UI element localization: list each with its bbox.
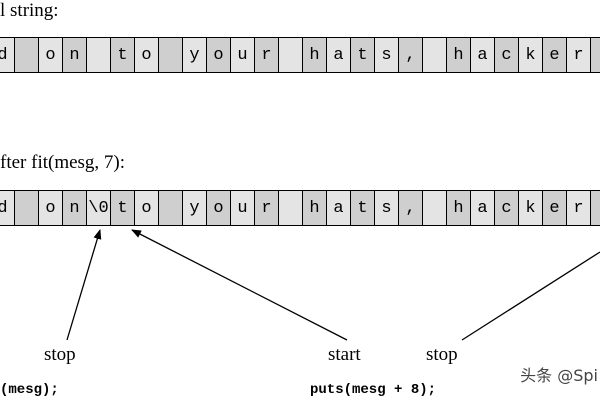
char-cell: , bbox=[399, 38, 423, 72]
char-cell: n bbox=[63, 38, 87, 72]
char-cell: a bbox=[471, 38, 495, 72]
char-cell: t bbox=[351, 191, 375, 225]
char-cell: o bbox=[135, 191, 159, 225]
char-cell: d bbox=[0, 191, 15, 225]
arrow-stop-left bbox=[66, 229, 102, 341]
char-cell: e bbox=[543, 191, 567, 225]
label-stop-left: stop bbox=[44, 344, 76, 365]
char-cell bbox=[87, 38, 111, 72]
char-cell: c bbox=[495, 191, 519, 225]
char-cell: o bbox=[39, 38, 63, 72]
char-cell: y bbox=[183, 191, 207, 225]
char-cell: r bbox=[567, 38, 591, 72]
char-cell bbox=[15, 38, 39, 72]
char-cell: k bbox=[519, 191, 543, 225]
caption-after-fit: fter fit(mesg, 7): bbox=[0, 152, 126, 173]
char-cell: o bbox=[207, 38, 231, 72]
char-cell bbox=[423, 38, 447, 72]
arrow-stop-right bbox=[461, 251, 600, 341]
char-cell bbox=[591, 191, 600, 225]
code-right: puts(mesg + 8); bbox=[310, 382, 437, 398]
char-cell: e bbox=[543, 38, 567, 72]
code-left: (mesg); bbox=[0, 382, 59, 398]
char-cell: y bbox=[183, 38, 207, 72]
char-cell bbox=[591, 38, 600, 72]
char-cell: r bbox=[255, 38, 279, 72]
char-cell: h bbox=[303, 38, 327, 72]
char-cell: o bbox=[207, 191, 231, 225]
char-cell bbox=[423, 191, 447, 225]
label-start: start bbox=[328, 344, 361, 365]
label-stop-right: stop bbox=[426, 344, 458, 365]
char-cell: s bbox=[375, 38, 399, 72]
char-cell: t bbox=[111, 191, 135, 225]
char-cell: h bbox=[447, 191, 471, 225]
arrow-start bbox=[131, 229, 348, 341]
char-cell bbox=[279, 191, 303, 225]
char-cell: a bbox=[327, 38, 351, 72]
char-cell: d bbox=[0, 38, 15, 72]
char-cell: , bbox=[399, 191, 423, 225]
char-cell bbox=[15, 191, 39, 225]
char-cell: h bbox=[303, 191, 327, 225]
char-cell: o bbox=[39, 191, 63, 225]
char-cell: n bbox=[63, 191, 87, 225]
char-cell: a bbox=[327, 191, 351, 225]
char-cell: h bbox=[447, 38, 471, 72]
char-cell: r bbox=[567, 191, 591, 225]
watermark: 头条 @Spi bbox=[520, 366, 598, 385]
char-cell bbox=[159, 191, 183, 225]
char-cell bbox=[279, 38, 303, 72]
char-cell: s bbox=[375, 191, 399, 225]
char-cell bbox=[159, 38, 183, 72]
char-cell: o bbox=[135, 38, 159, 72]
char-cell: c bbox=[495, 38, 519, 72]
char-cell: t bbox=[351, 38, 375, 72]
char-cell: r bbox=[255, 191, 279, 225]
char-cell: \0 bbox=[87, 191, 111, 225]
char-cell: u bbox=[231, 38, 255, 72]
char-cell: u bbox=[231, 191, 255, 225]
char-cell: t bbox=[111, 38, 135, 72]
char-cell: a bbox=[471, 191, 495, 225]
caption-original-string: l string: bbox=[0, 0, 59, 21]
char-cell: k bbox=[519, 38, 543, 72]
